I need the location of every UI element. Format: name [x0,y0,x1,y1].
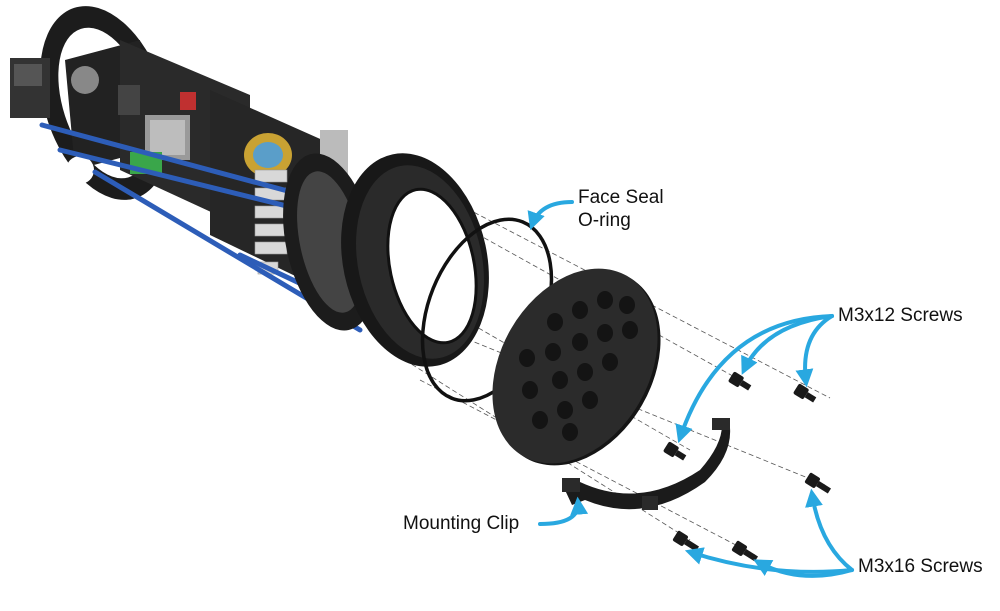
label-m3x16-screws: M3x16 Screws [858,556,983,577]
end-cap-plate [492,268,661,466]
arrow-face-seal [527,200,574,231]
label-face-seal-line2: O-ring [578,210,631,231]
m3x12-screws [663,371,817,461]
label-face-seal-line1: Face Seal [578,187,664,208]
arrow-m3x16-c [805,488,854,572]
arrow-m3x12-c [795,314,834,388]
arrow-m3x12-a [675,314,834,444]
arrow-mounting-clip [538,496,589,526]
label-m3x12-screws: M3x12 Screws [838,305,963,326]
label-mounting-clip: Mounting Clip [403,513,520,534]
end-cap-holes [519,291,638,441]
arrow-m3x12-b [741,314,834,375]
mounting-clip [562,418,731,510]
label-face-seal-o-ring: Face Seal O-ring [578,186,664,232]
callout-arrows [527,200,854,578]
flange-ring [341,153,489,367]
arrow-m3x16-b [753,559,854,578]
electronics-tray [10,6,473,343]
